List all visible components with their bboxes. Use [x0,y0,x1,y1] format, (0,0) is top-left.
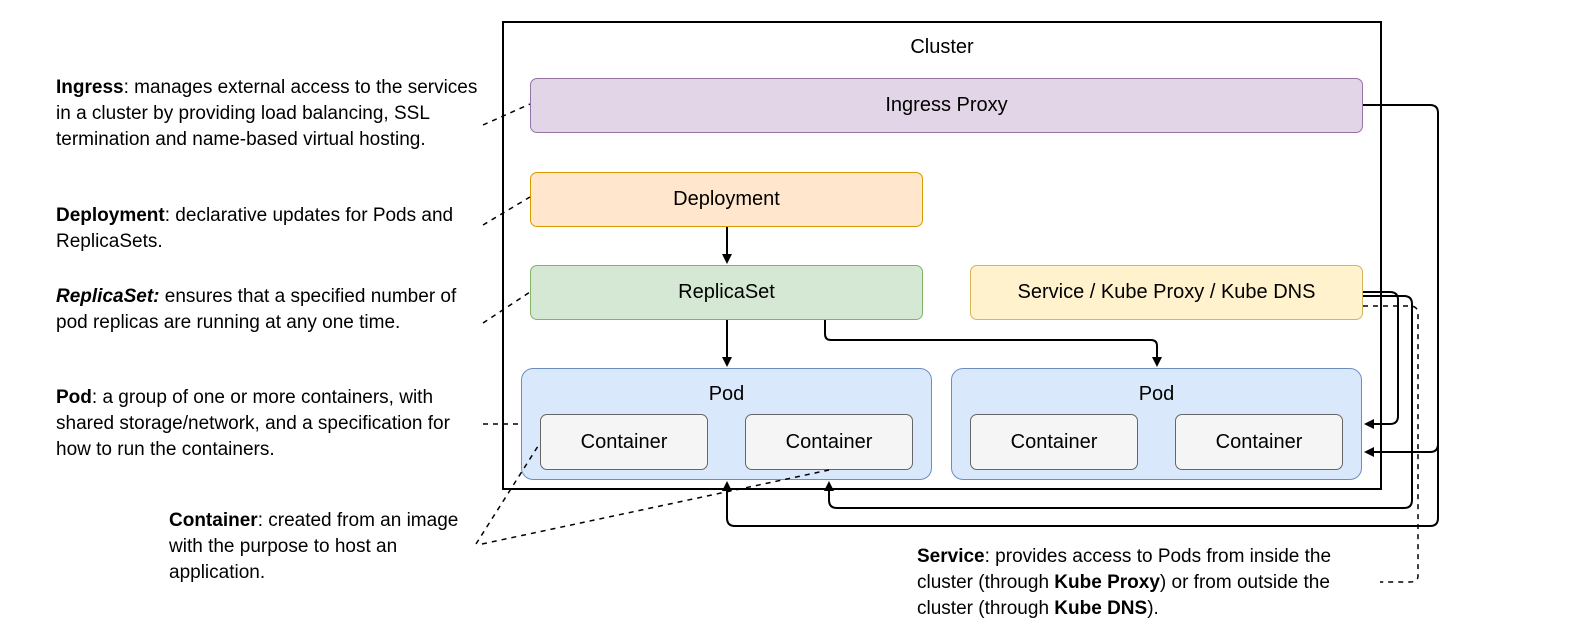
note-container-term: Container [169,510,258,531]
note-replicaset-text: ensures that a specified number of pod r… [56,286,457,333]
note-ingress-term: Ingress [56,77,124,98]
note-pod-text: : a group of one or more containers, wit… [56,387,450,460]
container-box: Container [745,414,913,470]
arrow-replicaset-pod-right [824,320,1162,367]
note-deployment-term: Deployment [56,205,165,226]
note-service-text3: ). [1147,598,1159,619]
replicaset-box: ReplicaSet [530,265,923,320]
dash-container-1 [475,442,541,545]
note-service-term: Service [917,546,985,567]
note-service: Service: provides access to Pods from in… [917,544,1377,622]
note-pod-term: Pod [56,387,92,408]
container-box: Container [1175,414,1343,470]
pod-right-label: Pod [1138,383,1175,405]
note-ingress: Ingress: manages external access to the … [56,75,481,153]
dash-replicaset [482,291,531,324]
note-pod: Pod: a group of one or more containers, … [56,385,481,463]
arrow-service-container [824,295,1413,509]
dash-deployment [482,196,531,226]
note-container-text: : created from an image with the purpose… [169,510,459,583]
note-service-text1: : provides access to Pods from inside th… [917,546,1332,593]
service-box: Service / Kube Proxy / Kube DNS [970,265,1363,320]
dash-container-2 [481,469,830,545]
note-replicaset-term: ReplicaSet: [56,286,160,307]
arrow-ingress-pod [1363,104,1439,457]
note-service-kube-proxy: Kube Proxy [1054,572,1160,593]
note-deployment-text: : declarative updates for Pods and Repli… [56,205,454,252]
note-deployment: Deployment: declarative updates for Pods… [56,203,486,255]
arrow-ingress-container [722,440,1439,527]
note-service-kube-dns: Kube DNS [1054,598,1148,619]
note-replicaset: ReplicaSet: ensures that a specified num… [56,284,476,336]
arrow-service-pod [1363,291,1399,429]
deployment-box: Deployment [530,172,923,227]
note-service-text2: ) or from outside the cluster (through [917,572,1330,619]
note-container: Container: created from an image with th… [169,508,469,586]
dash-ingress [482,103,531,126]
container-box: Container [970,414,1138,470]
dash-service [1363,305,1419,583]
cluster-label: Cluster [910,36,974,58]
note-ingress-text: : manages external access to the service… [56,77,478,150]
ingress-proxy-box: Ingress Proxy [530,78,1363,133]
container-box: Container [540,414,708,470]
pod-left-label: Pod [708,383,745,405]
